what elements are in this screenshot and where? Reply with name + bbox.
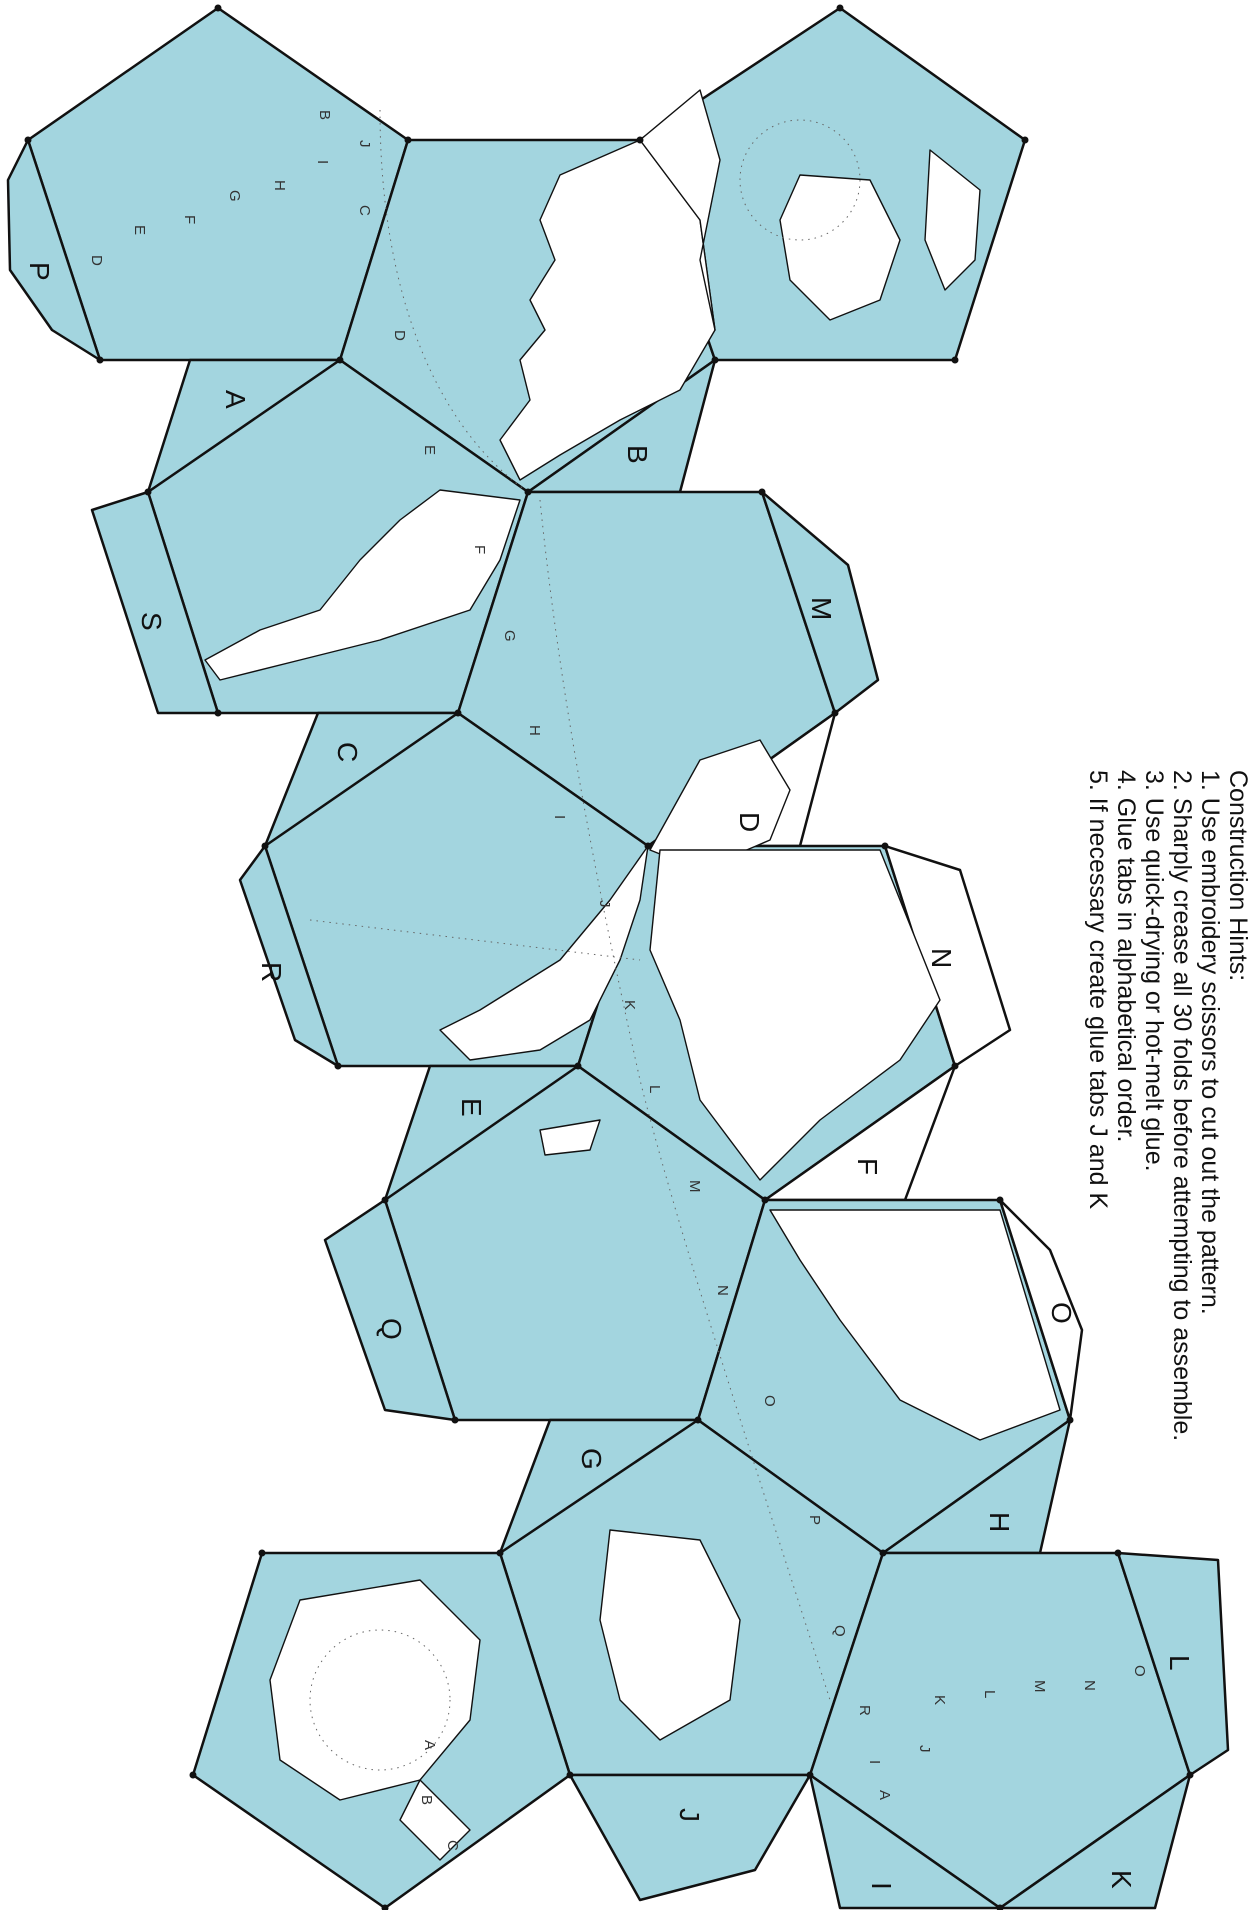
svg-text:N: N [714,1285,731,1296]
svg-text:A: A [876,1790,893,1800]
svg-text:N: N [1081,1680,1098,1691]
tab-label-p: P [24,262,55,281]
svg-text:K: K [621,1000,638,1010]
tab-label-n: N [926,948,957,968]
svg-text:P: P [806,1515,823,1525]
tab-o [998,1198,1084,1422]
landmasses [204,89,1061,1861]
tab-k [998,1773,1192,1910]
face-north-pacific [26,6,410,362]
tab-label-a: A [220,390,251,409]
svg-text:I: I [551,815,568,819]
land-eurasia [649,849,941,1181]
svg-text:E: E [131,225,148,235]
svg-text:C: C [444,1840,461,1851]
tab-m [760,490,880,715]
grid-letters: B I J H G F E D C D E F G H I J K L M N … [88,110,1148,1851]
land-antarctic-peninsula [399,1779,471,1861]
tab-labels: P A B S M C D R N E F Q O G H J L K I [24,262,1195,1890]
tab-label-b: B [622,445,653,464]
svg-text:A: A [421,1740,438,1750]
hint-line-4: 4. Glue tabs in alphabetical order. [1112,770,1140,1142]
tab-q [323,1198,457,1422]
svg-text:H: H [271,180,288,191]
svg-text:O: O [1131,1665,1148,1677]
tab-label-f: F [852,1158,883,1175]
tab-label-h: H [984,1512,1015,1532]
tab-label-l: L [1164,1655,1195,1671]
construction-hints: Construction Hints: 1. Use embroidery sc… [1084,770,1251,1441]
hint-line-1: 1. Use embroidery scissors to cut out th… [1196,770,1224,1315]
svg-text:G: G [226,190,243,202]
tab-label-c: C [332,742,363,762]
tab-p [6,138,102,362]
svg-text:J: J [356,140,373,148]
tab-i [808,1773,1002,1910]
svg-text:C: C [356,205,373,216]
svg-text:H: H [526,725,543,736]
hints-title: Construction Hints: [1224,770,1251,981]
tab-label-o: O [1046,1302,1077,1324]
svg-text:L: L [646,1085,663,1093]
tab-label-i: I [866,1882,897,1890]
land-madagascar [539,1119,601,1156]
tab-s [90,490,220,715]
tab-label-r: R [256,962,287,982]
tab-j [568,1773,812,1902]
land-australia [599,1529,741,1741]
svg-text:F: F [471,545,488,554]
tab-label-g: G [576,1448,607,1470]
tab-label-e: E [456,1098,487,1117]
svg-text:R: R [856,1705,873,1716]
vertex-dots [24,4,1194,1910]
svg-text:I: I [866,1760,883,1764]
hint-line-3: 3. Use quick-drying or hot-melt glue. [1140,770,1168,1172]
land-scandinavia [924,149,981,291]
svg-text:G: G [501,630,518,642]
svg-text:J: J [916,1745,933,1753]
svg-text:E: E [421,445,438,455]
svg-text:I: I [314,160,331,164]
tab-label-j: J [674,1808,705,1822]
land-canada-arctic [639,89,721,331]
svg-text:K: K [931,1695,948,1705]
tab-label-s: S [136,612,167,631]
svg-text:B: B [316,110,333,120]
hint-line-5: 5. If necessary create glue tabs J and K [1084,770,1112,1209]
svg-text:M: M [686,1180,703,1193]
svg-text:Q: Q [831,1625,848,1637]
svg-text:D: D [88,255,105,266]
svg-text:L: L [981,1690,998,1698]
graticule [309,109,861,1771]
svg-text:O: O [761,1395,778,1407]
land-west-africa [439,845,649,1061]
tab-label-m: M [806,597,837,620]
tab-l [1116,1551,1230,1777]
tab-label-k: K [1106,1870,1137,1889]
svg-text:D: D [391,330,408,341]
svg-text:F: F [181,215,198,224]
svg-text:B: B [418,1795,435,1805]
tab-label-d: D [734,812,765,832]
land-south-america [204,489,521,681]
land-greenland [779,174,901,321]
tab-label-q: Q [376,1318,407,1340]
hint-line-2: 2. Sharply crease all 30 folds before at… [1168,770,1196,1441]
tab-r [238,844,340,1068]
svg-text:M: M [1031,1680,1048,1693]
svg-text:J: J [596,900,613,908]
land-asia [769,1209,1061,1441]
